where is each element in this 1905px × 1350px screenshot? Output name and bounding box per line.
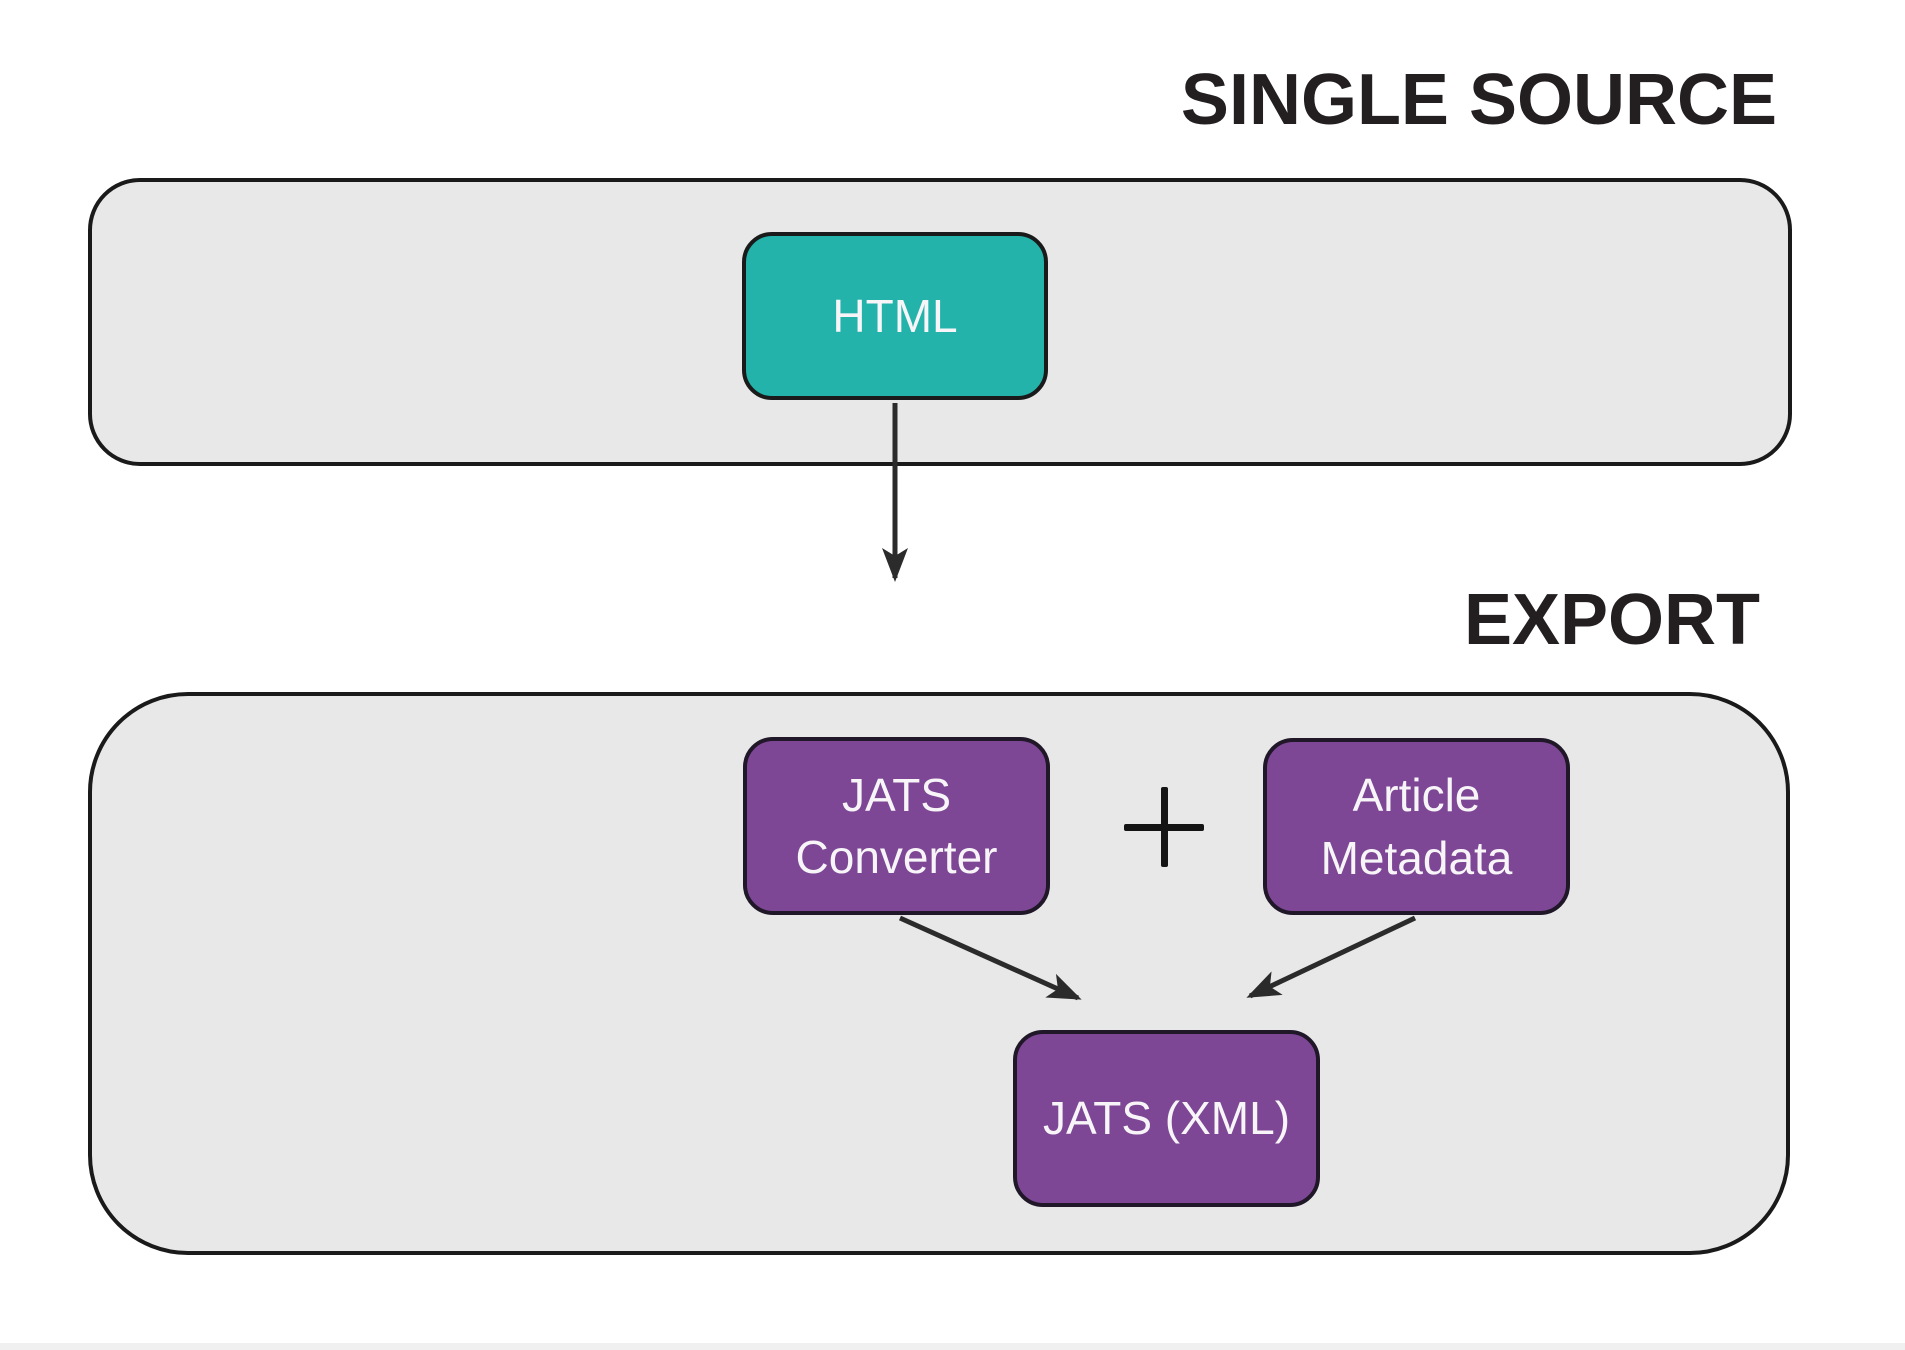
export-band: JATS Converter Article Metadata JATS (XM…	[88, 692, 1790, 1255]
footer-strip	[0, 1343, 1905, 1350]
jats-xml-node: JATS (XML)	[1013, 1030, 1320, 1207]
article-metadata-label: Article Metadata	[1320, 769, 1513, 884]
jats-converter-label: JATS Converter	[795, 768, 998, 883]
single-source-title: SINGLE SOURCE	[1180, 60, 1777, 140]
plus-vertical-bar	[1161, 787, 1168, 867]
html-node: HTML	[742, 232, 1048, 400]
export-title: EXPORT	[1463, 580, 1760, 660]
single-source-band: HTML	[88, 178, 1792, 466]
plus-operator-icon	[1119, 782, 1209, 872]
jats-xml-label: JATS (XML)	[1042, 1092, 1291, 1145]
article-metadata-node: Article Metadata	[1263, 738, 1570, 915]
jats-converter-node: JATS Converter	[743, 737, 1050, 915]
html-node-label: HTML	[832, 289, 958, 342]
